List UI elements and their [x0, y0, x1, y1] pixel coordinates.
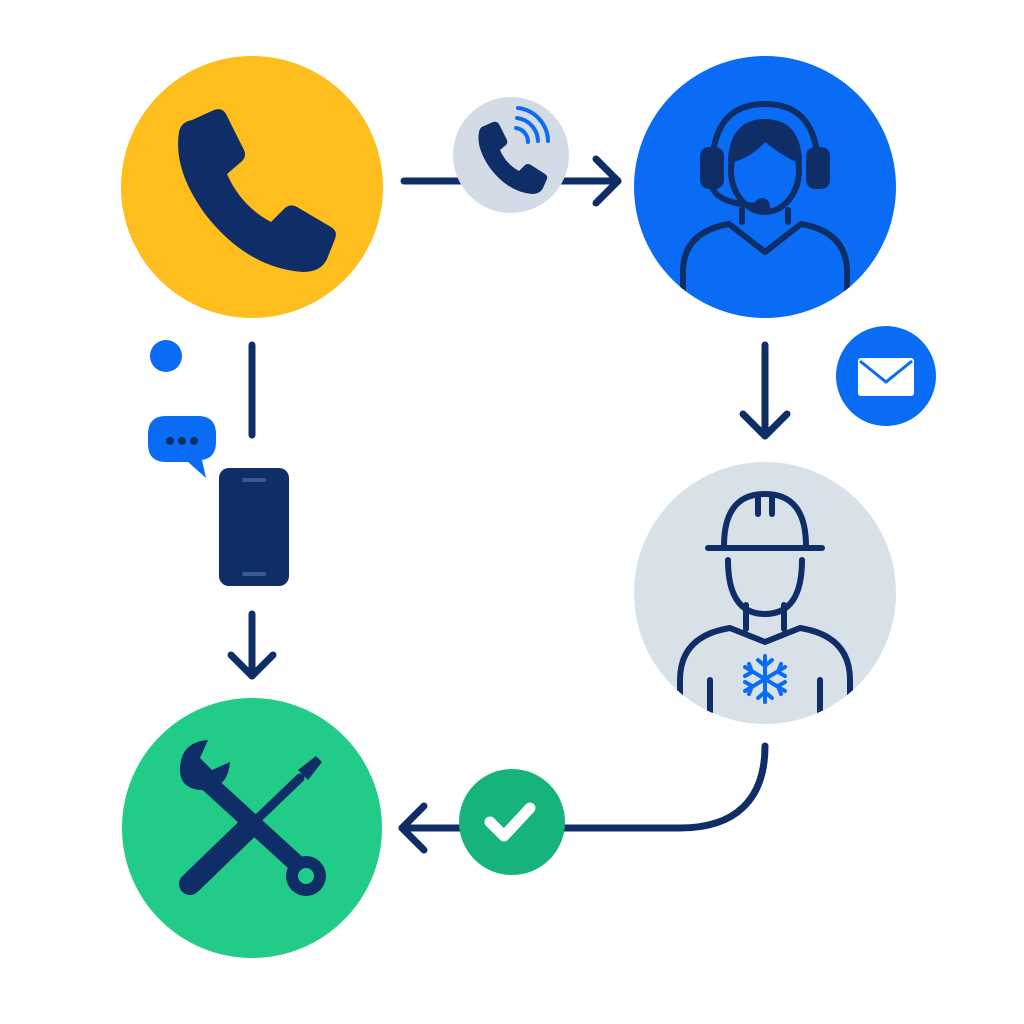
headset-agent-icon — [680, 101, 850, 295]
hvac-technician-icon — [677, 491, 853, 723]
checkmark-icon — [484, 802, 536, 842]
technician-node — [634, 462, 896, 724]
repair-node — [122, 698, 382, 958]
snowflake-icon — [743, 654, 787, 704]
wrench-screwdriver-icon — [179, 740, 326, 896]
status-dot — [150, 340, 182, 372]
caller-node — [121, 56, 383, 318]
incoming-call-badge — [453, 97, 569, 213]
arrowhead-left — [398, 802, 428, 854]
smartphone-icon — [219, 468, 289, 586]
email-badge — [836, 326, 936, 426]
arrowhead-right — [592, 155, 622, 207]
connector-technician-repair — [398, 742, 769, 832]
arrowhead-down — [227, 651, 277, 680]
phone-handset-icon — [178, 109, 336, 272]
envelope-icon — [858, 358, 914, 396]
agent-node — [634, 56, 896, 318]
done-badge — [459, 769, 565, 875]
chat-bubble-icon — [148, 416, 216, 478]
phone-ringing-icon — [478, 121, 548, 194]
arrowhead-down — [739, 410, 791, 440]
